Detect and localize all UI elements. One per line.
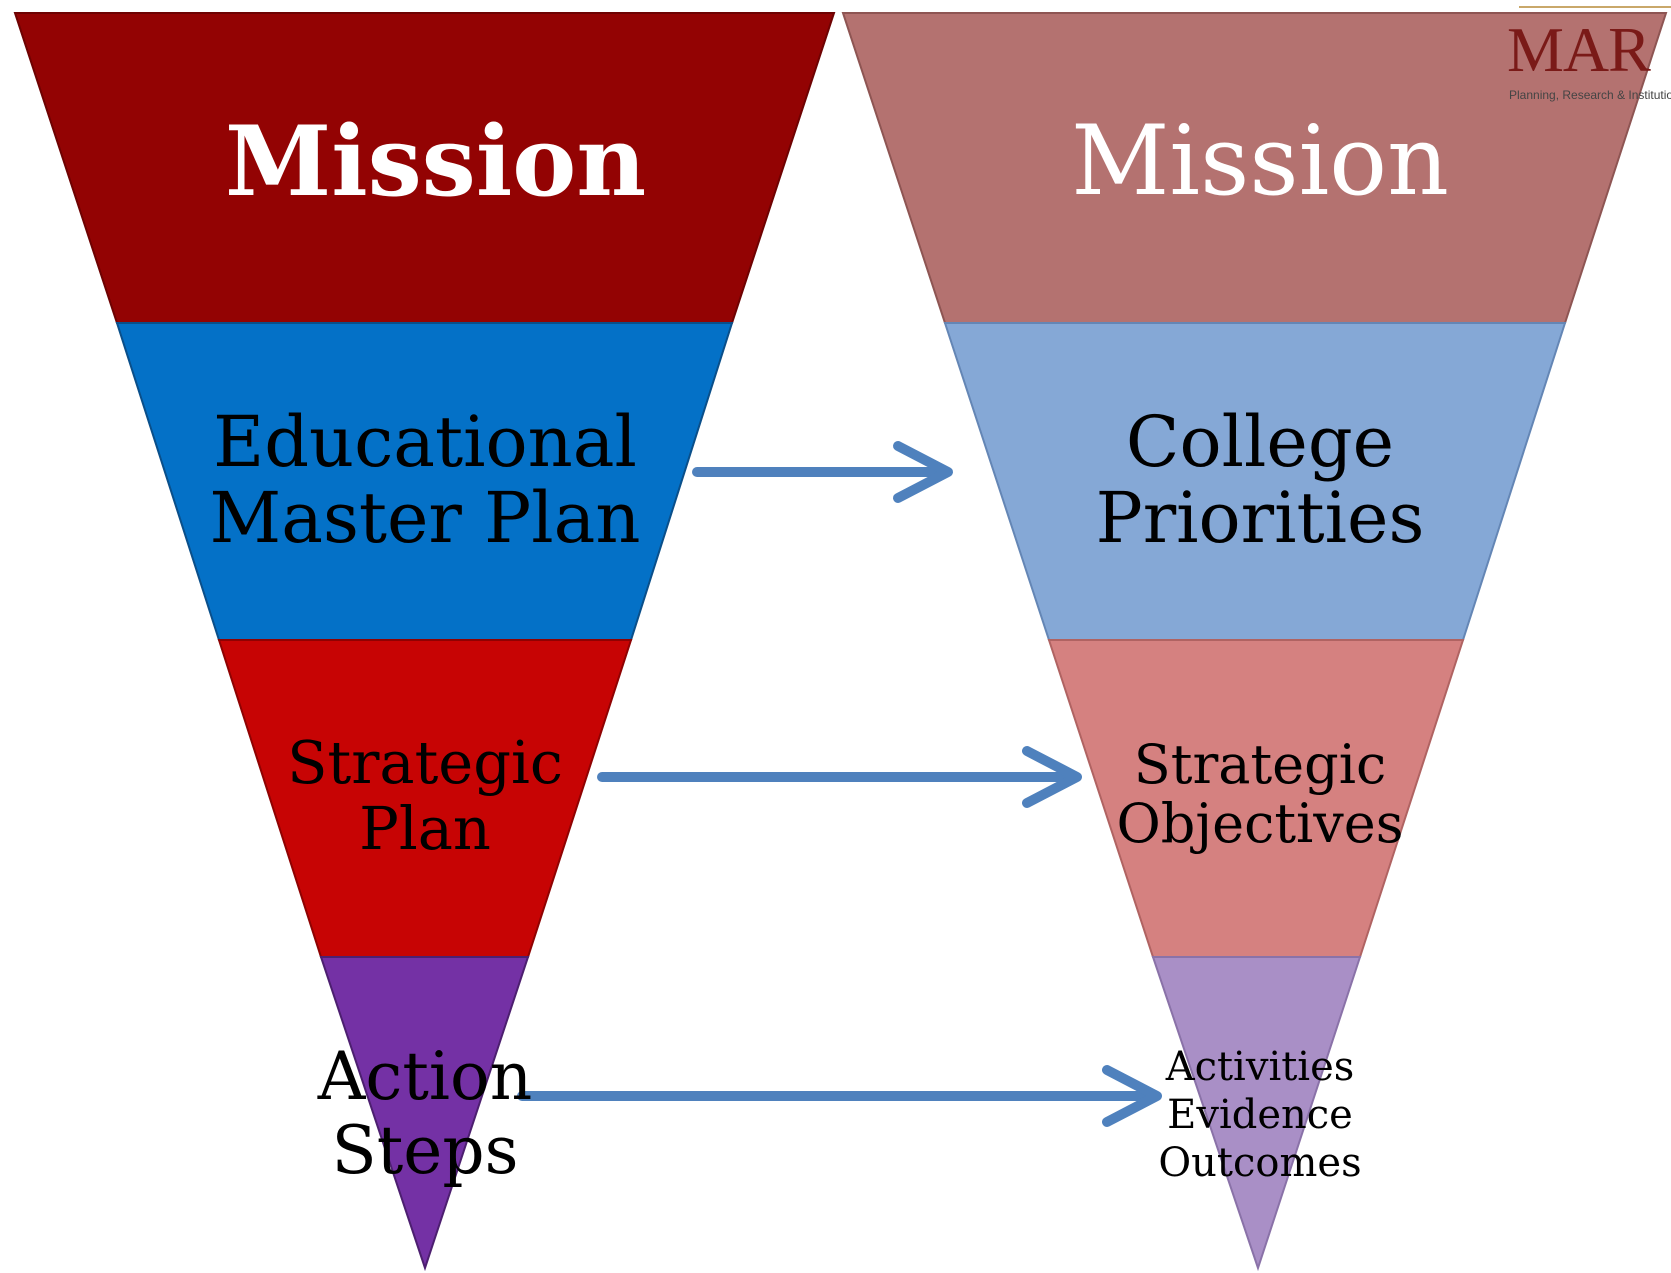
left-strategic-plan-label: Strategic Plan	[287, 728, 563, 864]
right-activities-band	[1151, 956, 1362, 1272]
institution-logo: MAR Planning, Research & Institution	[1507, 6, 1671, 106]
arrow-strategic-to-objectives	[597, 746, 1082, 808]
left-action-steps-label: Action Steps	[317, 1038, 533, 1189]
left-action-steps-band	[319, 956, 530, 1272]
right-mission-label: Mission	[1071, 105, 1449, 217]
left-educational-master-plan-label: Educational Master Plan	[209, 401, 641, 559]
left-mission-label: Mission	[225, 105, 647, 218]
arrow-plan-to-priorities	[692, 441, 953, 503]
logo-mark: MAR	[1507, 14, 1651, 85]
right-strategic-objectives-label: Strategic Objectives	[1116, 733, 1404, 856]
logo-rule	[1519, 6, 1671, 8]
arrow-action-to-activities	[517, 1065, 1162, 1127]
right-college-priorities-label: College Priorities	[1095, 401, 1425, 559]
right-activities-evidence-outcomes-label: Activities Evidence Outcomes	[1158, 1044, 1362, 1186]
logo-tagline: Planning, Research & Institution	[1509, 88, 1671, 102]
